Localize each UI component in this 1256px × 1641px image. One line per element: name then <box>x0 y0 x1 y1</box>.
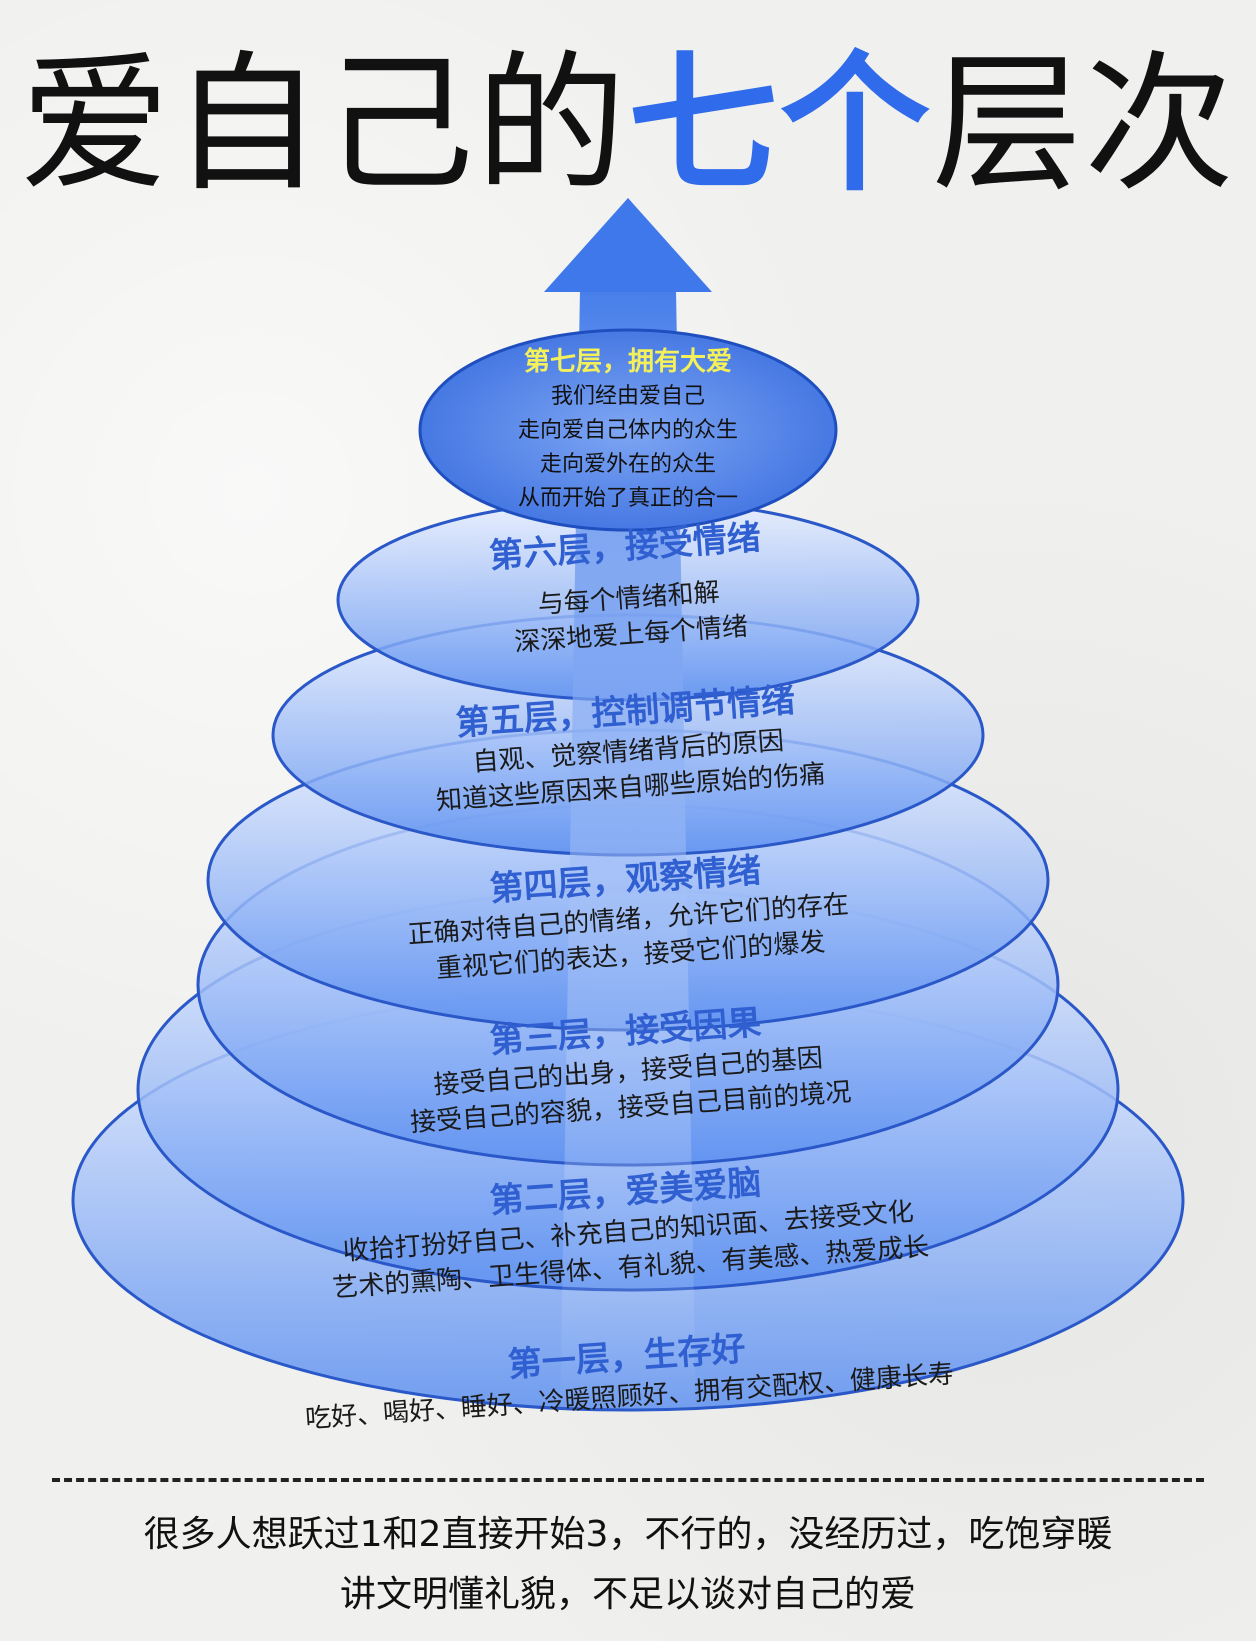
dashed-divider <box>52 1478 1204 1482</box>
layer-7-line: 走向爱自己体内的众生 <box>517 418 738 443</box>
layer-7-line: 我们经由爱自己 <box>550 384 705 409</box>
footer-line-2: 讲文明懂礼貌，不足以谈对自己的爱 <box>339 1574 916 1615</box>
layer-7-title: 第七层，拥有大爱 <box>523 347 732 377</box>
arrow-head-shape <box>544 198 712 292</box>
title-part1: 爱自己的 <box>19 38 628 212</box>
layer-7-shape <box>418 328 838 532</box>
page-title: 爱自己的七个层次 <box>0 40 1256 210</box>
beam-shape <box>560 290 696 1420</box>
footer-note: 很多人想跃过1和2直接开始3，不行的，没经历过，吃饱穿暖 讲文明懂礼貌，不足以谈… <box>0 1505 1256 1625</box>
layer-7-text: 第七层，拥有大爱 我们经由爱自己 走向爱自己体内的众生 走向爱外在的众生 从而开… <box>420 344 836 516</box>
footer-line-1: 很多人想跃过1和2直接开始3，不行的，没经历过，吃饱穿暖 <box>143 1514 1113 1555</box>
title-part2: 层次 <box>932 38 1237 212</box>
layer-7-line: 走向爱外在的众生 <box>539 452 716 477</box>
title-accent: 七个 <box>627 38 932 212</box>
layer-7-line: 从而开始了真正的合一 <box>517 486 738 511</box>
